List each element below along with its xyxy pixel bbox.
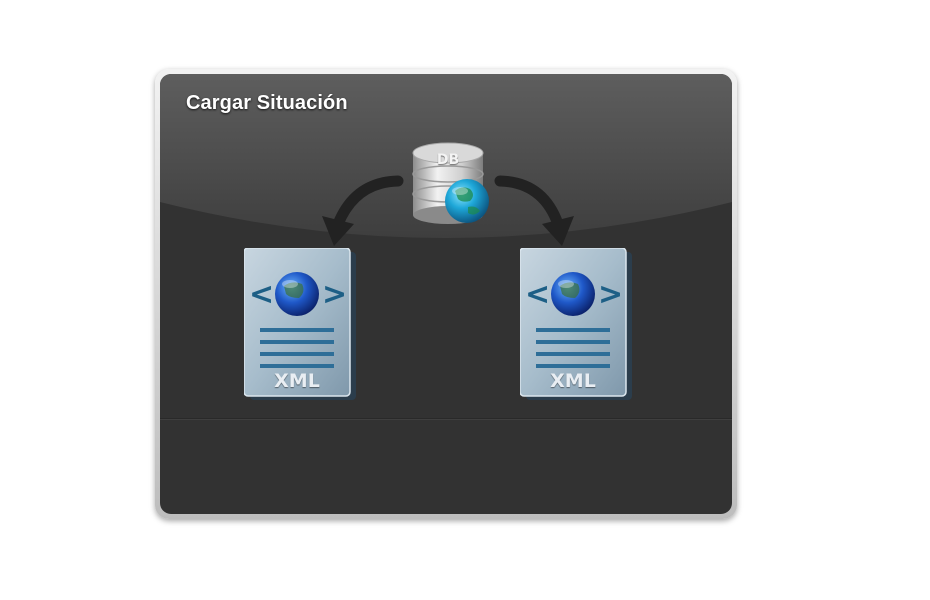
database-button[interactable]: DB: [410, 141, 500, 226]
svg-text:<: <: [249, 277, 274, 312]
svg-text:>: >: [322, 277, 347, 312]
svg-text:>: >: [598, 277, 623, 312]
svg-text:<: <: [525, 277, 550, 312]
panel-divider: [160, 418, 732, 420]
arrow-left-icon: [322, 175, 404, 246]
database-globe-icon: [412, 142, 489, 224]
xml-file-left-button[interactable]: < > XML: [243, 247, 369, 408]
xml-file-right-button[interactable]: < > XML: [519, 247, 645, 408]
xml-file-icon: < >: [243, 247, 356, 400]
panel-body: Cargar Situación: [160, 74, 732, 514]
arrow-right-icon: [494, 175, 574, 246]
load-situation-panel: Cargar Situación: [155, 69, 737, 519]
xml-file-icon: < >: [519, 247, 632, 400]
panel-title: Cargar Situación: [186, 92, 348, 114]
